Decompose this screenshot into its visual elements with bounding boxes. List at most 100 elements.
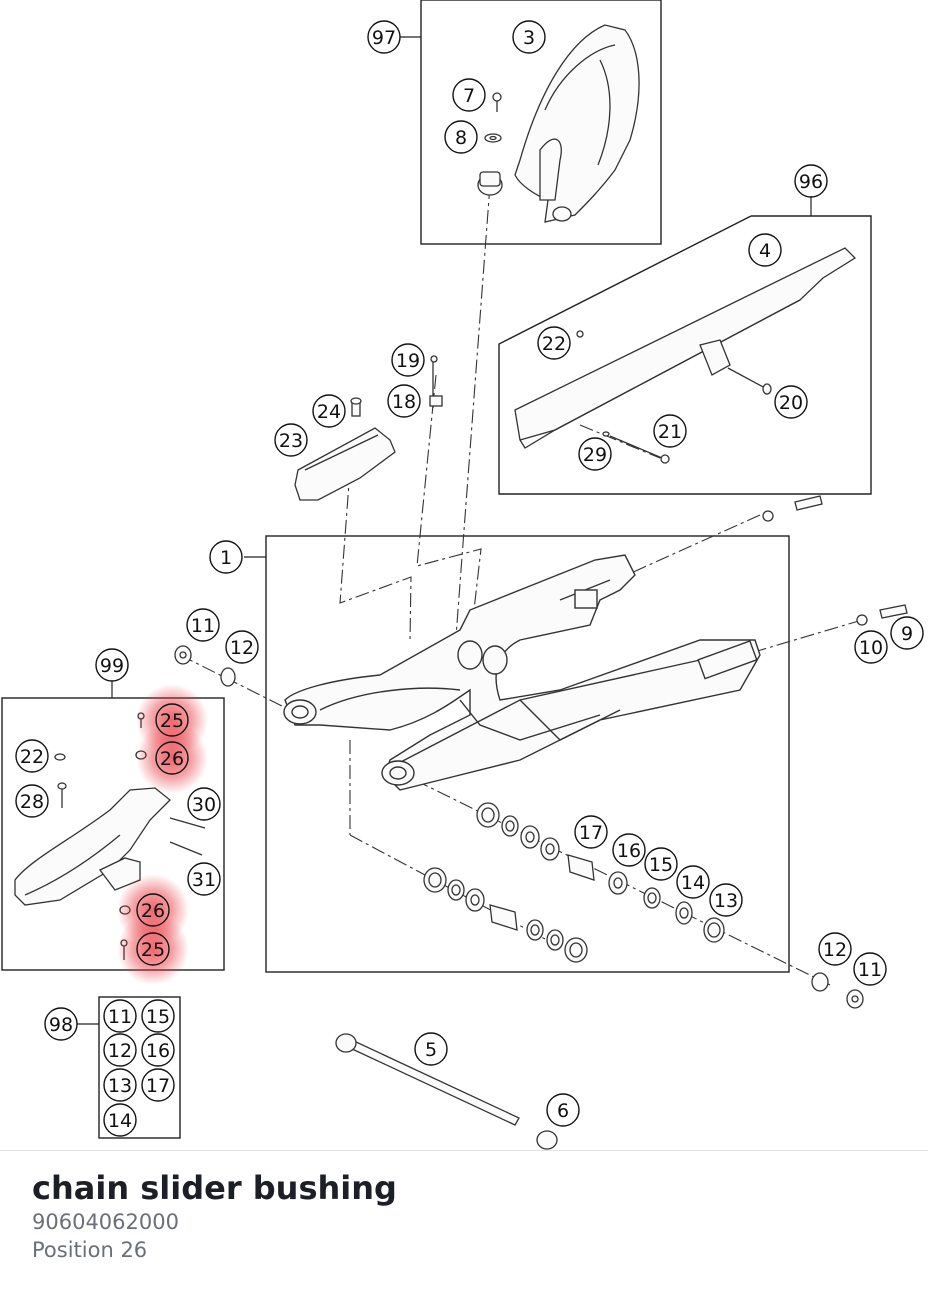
group-frame-99 bbox=[1, 697, 225, 971]
callout-9[interactable]: 9 bbox=[890, 616, 924, 650]
callout-label: 30 bbox=[192, 794, 216, 816]
bearing-stack-upper bbox=[476, 802, 725, 943]
callout-22[interactable]: 22 bbox=[15, 739, 49, 773]
callout-18[interactable]: 18 bbox=[387, 384, 421, 418]
callout-13[interactable]: 13 bbox=[709, 883, 743, 917]
part-position: Position 26 bbox=[32, 1238, 148, 1262]
callout-label: 15 bbox=[649, 854, 673, 876]
callout-97[interactable]: 97 bbox=[367, 20, 401, 54]
callout-label: 14 bbox=[681, 872, 705, 894]
callout-21[interactable]: 21 bbox=[653, 414, 687, 448]
callout-11[interactable]: 11 bbox=[186, 608, 220, 642]
callout-26[interactable]: 26 bbox=[136, 893, 170, 927]
callout-label: 9 bbox=[901, 623, 913, 645]
callout-15[interactable]: 15 bbox=[141, 999, 175, 1033]
callout-96[interactable]: 96 bbox=[794, 164, 828, 198]
callout-1[interactable]: 1 bbox=[209, 540, 243, 574]
callout-7[interactable]: 7 bbox=[452, 78, 486, 112]
callout-22[interactable]: 22 bbox=[537, 326, 571, 360]
callout-label: 22 bbox=[20, 746, 44, 768]
callout-circle bbox=[103, 999, 137, 1033]
callout-17[interactable]: 17 bbox=[141, 1068, 175, 1102]
callout-12[interactable]: 12 bbox=[225, 630, 259, 664]
callout-10[interactable]: 10 bbox=[854, 630, 888, 664]
leader-lines bbox=[76, 36, 812, 1025]
callout-label: 26 bbox=[160, 748, 184, 770]
callout-label: 19 bbox=[396, 350, 420, 372]
callout-31[interactable]: 31 bbox=[187, 862, 221, 896]
callout-16[interactable]: 16 bbox=[141, 1033, 175, 1067]
group-frame-1 bbox=[265, 535, 790, 973]
callout-label: 25 bbox=[141, 939, 165, 961]
callout-label: 17 bbox=[146, 1075, 170, 1097]
callout-label: 8 bbox=[455, 127, 467, 149]
swingarm-axle-drawing bbox=[335, 1033, 558, 1150]
callout-28[interactable]: 28 bbox=[15, 784, 49, 818]
callout-circle bbox=[141, 999, 175, 1033]
callout-label: 12 bbox=[108, 1040, 132, 1062]
callout-15[interactable]: 15 bbox=[644, 847, 678, 881]
callout-29[interactable]: 29 bbox=[578, 437, 612, 471]
callout-17[interactable]: 17 bbox=[574, 815, 608, 849]
callout-5[interactable]: 5 bbox=[414, 1032, 448, 1066]
callout-12[interactable]: 12 bbox=[103, 1033, 137, 1067]
callout-label: 13 bbox=[108, 1075, 132, 1097]
callout-label: 7 bbox=[463, 85, 475, 107]
callout-label: 10 bbox=[859, 637, 883, 659]
callout-label: 18 bbox=[392, 391, 416, 413]
callout-99[interactable]: 99 bbox=[95, 648, 129, 682]
small-screws-97 bbox=[484, 92, 502, 143]
callout-circle bbox=[141, 1033, 175, 1067]
callout-label: 99 bbox=[100, 655, 124, 677]
callout-26[interactable]: 26 bbox=[155, 741, 189, 775]
part-number: 90604062000 bbox=[32, 1210, 179, 1234]
callout-11[interactable]: 11 bbox=[853, 952, 887, 986]
callout-circle bbox=[103, 1068, 137, 1102]
chain-guard-drawing bbox=[514, 247, 857, 464]
callout-circle bbox=[274, 423, 308, 457]
highlight-glows bbox=[117, 684, 208, 985]
chain-guide-cover-drawing bbox=[477, 24, 640, 223]
callout-14[interactable]: 14 bbox=[676, 865, 710, 899]
callout-label: 14 bbox=[108, 1110, 132, 1132]
callout-3[interactable]: 3 bbox=[512, 20, 546, 54]
callout-23[interactable]: 23 bbox=[274, 423, 308, 457]
callout-8[interactable]: 8 bbox=[444, 120, 478, 154]
callout-circle bbox=[209, 540, 243, 574]
group-frame-98 bbox=[98, 996, 181, 1139]
callout-14[interactable]: 14 bbox=[103, 1103, 137, 1137]
callout-16[interactable]: 16 bbox=[612, 833, 646, 867]
callout-circle bbox=[537, 326, 571, 360]
callout-11[interactable]: 11 bbox=[103, 999, 137, 1033]
callout-circle bbox=[676, 865, 710, 899]
callout-24[interactable]: 24 bbox=[312, 394, 346, 428]
highlight-glow-25 bbox=[117, 913, 189, 985]
callout-label: 4 bbox=[759, 240, 771, 262]
callout-30[interactable]: 30 bbox=[187, 787, 221, 821]
swingarm-drawing bbox=[283, 554, 761, 791]
callout-98[interactable]: 98 bbox=[44, 1007, 78, 1041]
callout-circle bbox=[141, 1068, 175, 1102]
callout-25[interactable]: 25 bbox=[136, 932, 170, 966]
callout-circle bbox=[578, 437, 612, 471]
callout-label: 15 bbox=[146, 1006, 170, 1028]
callout-25[interactable]: 25 bbox=[155, 703, 189, 737]
callout-circle bbox=[186, 608, 220, 642]
callout-13[interactable]: 13 bbox=[103, 1068, 137, 1102]
callout-label: 98 bbox=[49, 1014, 73, 1036]
callout-circle bbox=[854, 630, 888, 664]
callout-circle bbox=[774, 385, 808, 419]
part-name: chain slider bushing bbox=[32, 1169, 397, 1207]
callout-circle bbox=[709, 883, 743, 917]
callout-6[interactable]: 6 bbox=[546, 1093, 580, 1127]
callout-circle bbox=[644, 847, 678, 881]
callout-label: 12 bbox=[230, 637, 254, 659]
callout-20[interactable]: 20 bbox=[774, 385, 808, 419]
callout-circle bbox=[136, 932, 170, 966]
callout-4[interactable]: 4 bbox=[748, 233, 782, 267]
callout-19[interactable]: 19 bbox=[391, 343, 425, 377]
callout-label: 26 bbox=[141, 900, 165, 922]
callout-12[interactable]: 12 bbox=[818, 932, 852, 966]
callout-circle bbox=[391, 343, 425, 377]
